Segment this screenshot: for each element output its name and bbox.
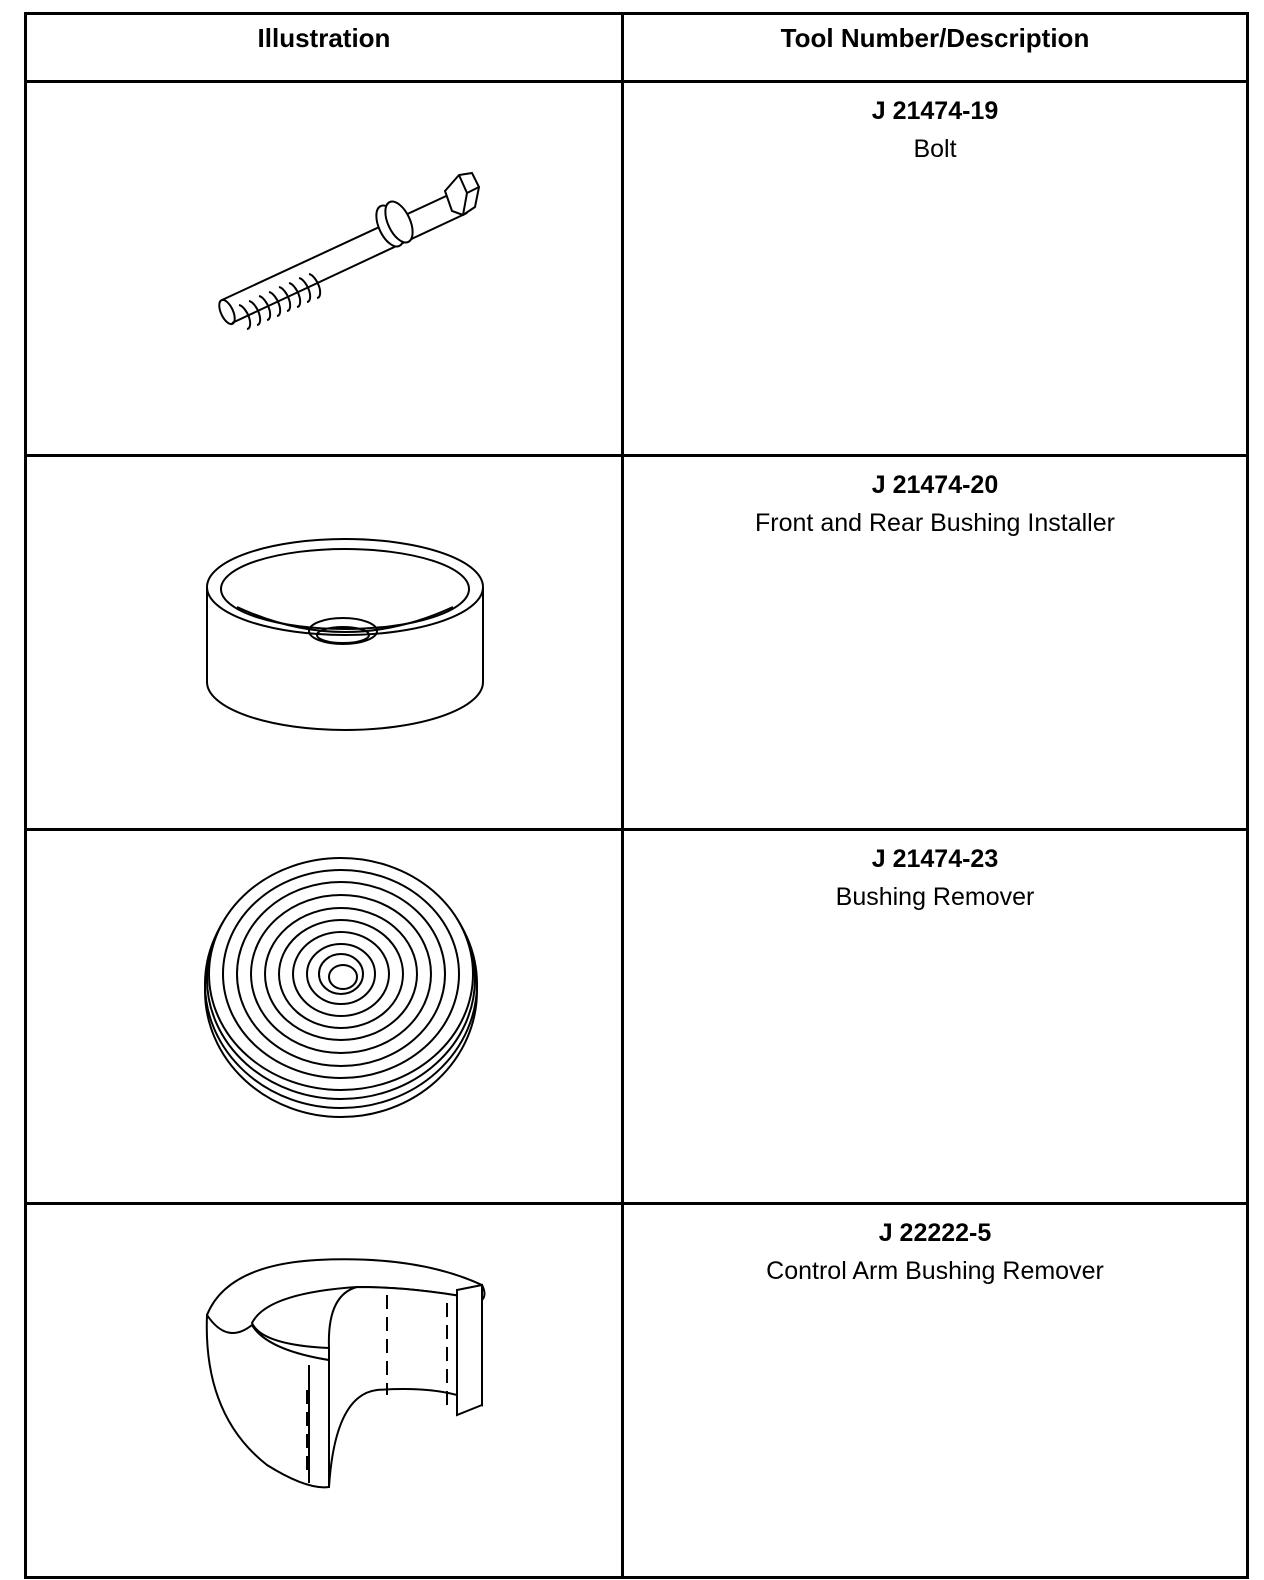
- tool-number: J 22222-5: [878, 1219, 992, 1247]
- header-row: Illustration Tool Number/Description: [24, 12, 1249, 83]
- bushing-installer-icon: [206, 538, 484, 731]
- tool-description: Control Arm Bushing Remover: [766, 1257, 1104, 1285]
- control-arm-bushing-remover-icon: [205, 1258, 486, 1489]
- tool-number: J 21474-19: [871, 97, 999, 125]
- tool-number: J 21474-20: [871, 471, 999, 499]
- table-row: J 21474-19 Bolt: [24, 80, 1249, 457]
- header-tool-number-description: Tool Number/Description: [621, 12, 1249, 83]
- illustration-cell: [24, 1202, 624, 1579]
- description-cell: J 21474-20 Front and Rear Bushing Instal…: [621, 454, 1249, 831]
- table-row: J 21474-23 Bushing Remover: [24, 828, 1249, 1205]
- tool-description: Bolt: [913, 135, 957, 163]
- tool-description: Bushing Remover: [835, 883, 1035, 911]
- bolt-icon: [218, 171, 481, 330]
- tool-number: J 21474-23: [871, 845, 999, 873]
- tool-table: Illustration Tool Number/Description: [24, 12, 1249, 1579]
- header-illustration: Illustration: [24, 12, 624, 83]
- bushing-remover-icon: [204, 857, 478, 1118]
- tool-description: Front and Rear Bushing Installer: [755, 509, 1115, 537]
- illustration-cell: [24, 454, 624, 831]
- table-row: J 22222-5 Control Arm Bushing Remover: [24, 1202, 1249, 1579]
- illustration-cell: [24, 80, 624, 457]
- illustration-cell: [24, 828, 624, 1205]
- table-row: J 21474-20 Front and Rear Bushing Instal…: [24, 454, 1249, 831]
- description-cell: J 21474-19 Bolt: [621, 80, 1249, 457]
- description-cell: J 21474-23 Bushing Remover: [621, 828, 1249, 1205]
- description-cell: J 22222-5 Control Arm Bushing Remover: [621, 1202, 1249, 1579]
